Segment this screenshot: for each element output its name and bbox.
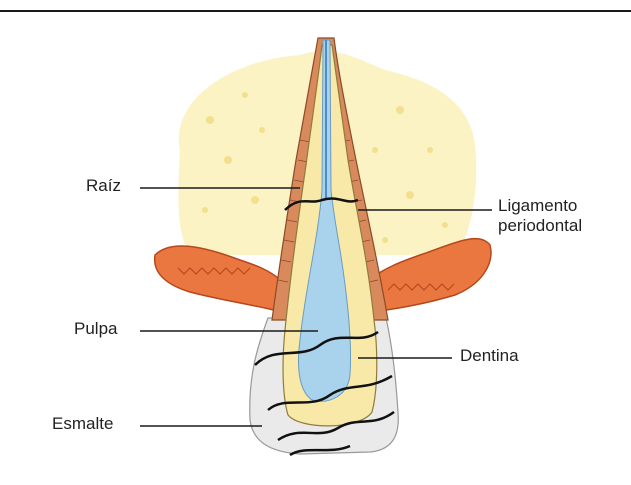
gum-left (155, 246, 282, 312)
label-raiz: Raíz (86, 176, 121, 196)
label-esmalte: Esmalte (52, 414, 113, 434)
label-pulpa: Pulpa (74, 319, 117, 339)
label-ligamento-line2: periodontal (498, 216, 582, 236)
label-ligamento-line1: Ligamento (498, 196, 582, 216)
label-dentina: Dentina (460, 346, 519, 366)
label-ligamento: Ligamento periodontal (498, 196, 582, 235)
